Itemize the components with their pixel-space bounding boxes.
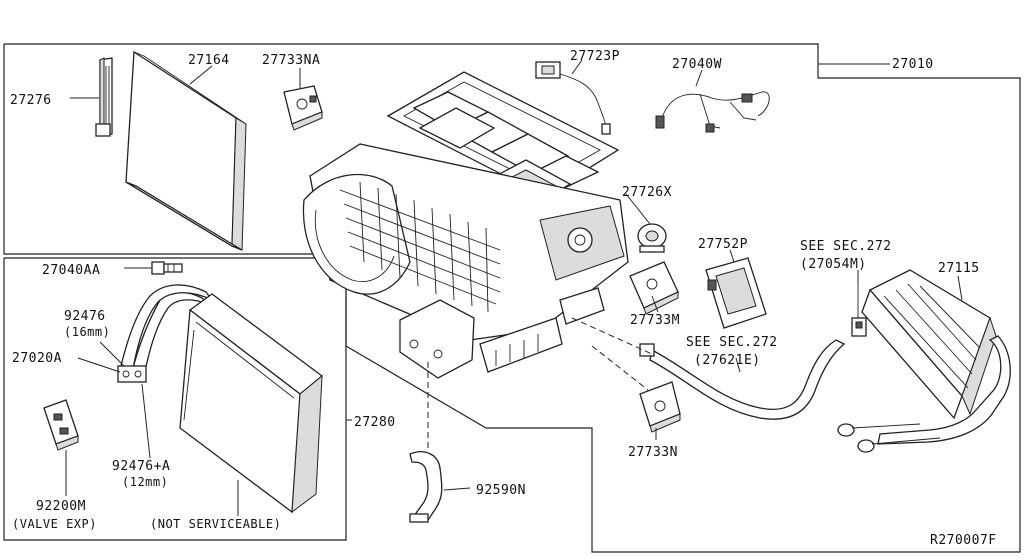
leader-92590N [443,487,471,491]
control-module-27752P [705,257,767,329]
label-27010: 27010 [892,57,934,72]
label-27733NA: 27733NA [262,53,320,68]
label-not-serviceable: (NOT SERVICEABLE) [150,517,281,531]
drain-hose-92590N [409,451,443,523]
label-27280: 27280 [354,415,396,430]
label-see-sec-272-a: SEE SEC.272 [800,239,892,254]
label-27115: 27115 [938,261,980,276]
label-92476-16-size: (16mm) [64,325,110,339]
leader-27726X [625,193,651,225]
leader-27040W [695,69,703,87]
harness-27040W [655,91,770,133]
label-27164: 27164 [188,53,230,68]
sensor-27723P [535,61,611,135]
leader-27723P [571,59,583,75]
leader-27621E [735,357,741,373]
evaporator-core [179,293,324,514]
part-labels: 27276 27164 27733NA 27723P 27040W 27010 … [10,49,997,548]
cabin-filter-27164 [125,50,247,251]
label-92200M-note: (VALVE EXP) [12,517,97,531]
leader-27733M [651,295,659,313]
leader-92476A [141,383,151,459]
label-27276: 27276 [10,93,52,108]
evaporator-pipes [117,284,213,383]
label-92476-16: 92476 [64,309,106,324]
connector-27054M [851,284,867,337]
leader-92476-16 [99,341,125,367]
label-92476A-size: (12mm) [122,475,168,489]
label-92476A: 92476+A [112,459,170,474]
label-27621E: (27621E) [694,353,761,368]
label-27040AA: 27040AA [42,263,100,278]
expansion-valve-92200M [43,399,79,451]
label-27723P: 27723P [570,49,620,64]
label-27040W: 27040W [672,57,722,72]
leader-27020A [77,357,121,373]
label-27020A: 27020A [12,351,62,366]
heater-core-27115 [837,269,1011,453]
label-27054M: (27054M) [800,257,867,272]
dashed-assembly-lines [427,317,653,452]
actuator-27726X [637,223,667,253]
label-27733M: 27733M [630,313,680,328]
leader-27164 [189,65,213,85]
leader-27115 [957,275,963,301]
label-92590N: 92590N [476,483,526,498]
actuator-27733M [629,261,679,315]
outer-frame [3,43,1021,553]
leader-27752P [729,249,735,263]
diagram-id: R270007F [930,533,997,548]
label-see-sec-272-b: SEE SEC.272 [686,335,778,350]
bolt-27040AA [151,261,183,275]
harness-27621E [639,339,846,420]
label-92200M: 92200M [36,499,86,514]
filter-strip-27276 [95,57,113,137]
label-27733N: 27733N [628,445,678,460]
actuator-27733N [639,381,681,433]
label-27726X: 27726X [622,185,672,200]
hvac-housing-27010 [302,71,629,379]
evaporator-subframe [3,257,347,541]
housing-ribs [339,181,501,313]
label-27752P: 27752P [698,237,748,252]
actuator-27733NA [283,85,323,131]
